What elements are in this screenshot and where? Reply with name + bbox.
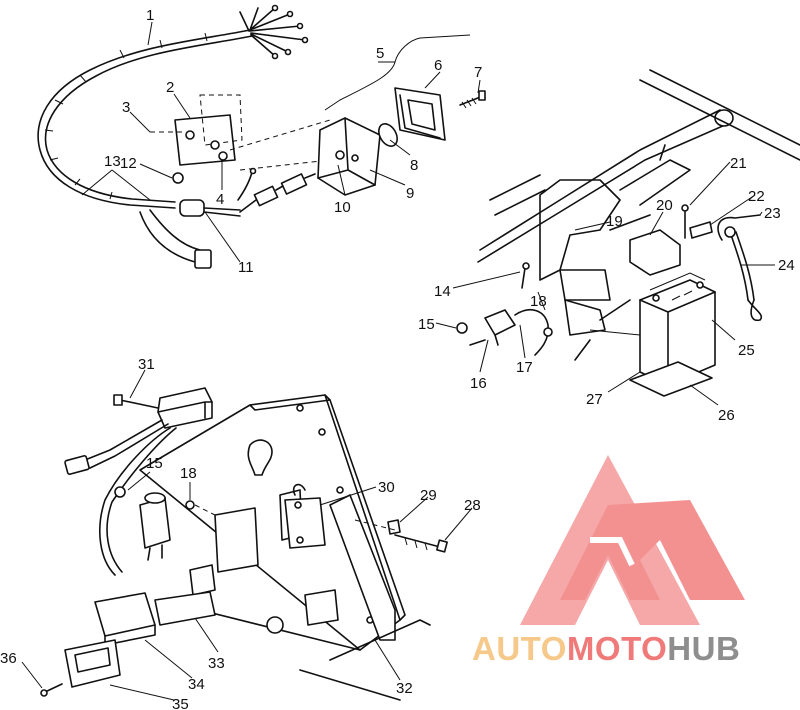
callout-7: 7 — [474, 64, 482, 81]
callout-33: 33 — [208, 655, 225, 672]
callout-numbers: 1 2 3 4 5 6 7 8 9 10 11 12 13 14 15 16 1… — [0, 7, 795, 710]
callout-2: 2 — [166, 79, 174, 96]
watermark-auto: AUTO — [472, 630, 567, 667]
tail-light-lens — [378, 87, 446, 147]
mounting-plate — [154, 591, 216, 626]
console-washer — [387, 519, 401, 535]
callout-23: 23 — [764, 205, 781, 222]
cdi-box — [64, 387, 213, 576]
callout-35: 35 — [172, 696, 189, 710]
strap-hook — [717, 214, 761, 241]
console-bezel — [64, 639, 121, 688]
console-cover — [94, 592, 156, 646]
relay-screw — [521, 267, 526, 289]
lens-screw — [459, 90, 486, 109]
callout-19: 19 — [606, 213, 623, 230]
callout-15: 15 — [418, 316, 435, 333]
battery-pad — [629, 361, 713, 397]
watermark-text: AUTOMOTOHUB — [472, 630, 740, 667]
callout-20: 20 — [656, 197, 673, 214]
battery — [639, 272, 716, 386]
callout-18-lower: 18 — [180, 465, 197, 482]
callout-30: 30 — [378, 479, 395, 496]
callout-13: 13 — [104, 153, 121, 170]
callout-11: 11 — [238, 259, 254, 276]
ignition-coil — [114, 486, 216, 561]
callout-27: 27 — [586, 391, 603, 408]
lower-frame — [299, 619, 431, 701]
callout-3: 3 — [122, 99, 130, 116]
console-bolt — [394, 534, 448, 553]
callout-6: 6 — [434, 57, 442, 74]
callout-14: 14 — [434, 283, 451, 300]
callout-28: 28 — [464, 497, 481, 514]
callout-15-lower: 15 — [146, 455, 163, 472]
callout-9: 9 — [406, 185, 414, 202]
callout-22: 22 — [748, 188, 765, 205]
battery-bracket-bolt — [681, 204, 689, 239]
callout-25: 25 — [738, 342, 755, 359]
battery-strap — [724, 226, 763, 322]
callout-4: 4 — [216, 191, 224, 208]
starter-relay — [469, 309, 553, 356]
callout-10: 10 — [334, 199, 351, 216]
callout-1: 1 — [146, 7, 154, 24]
callout-18: 18 — [530, 293, 547, 310]
wiring-harness-assembly — [37, 4, 316, 269]
callout-17: 17 — [516, 359, 533, 376]
callout-5: 5 — [376, 45, 384, 62]
mounting-bracket — [150, 94, 243, 184]
console-bracket — [284, 483, 326, 549]
battery-hold-bracket — [629, 229, 681, 276]
watermark-hub: HUB — [667, 630, 740, 667]
callout-21: 21 — [730, 155, 747, 172]
bracket-washer — [689, 221, 713, 239]
callout-36: 36 — [0, 650, 17, 667]
logo-inner-mark-icon — [560, 500, 745, 600]
callout-26: 26 — [718, 407, 735, 424]
watermark-logo — [520, 455, 745, 625]
leader-lines — [21, 21, 775, 701]
bezel-screw — [40, 683, 63, 697]
callout-8: 8 — [410, 157, 418, 174]
callout-32: 32 — [396, 680, 413, 697]
callout-29: 29 — [420, 487, 437, 504]
callout-31: 31 — [138, 356, 155, 373]
tail-light-housing — [317, 117, 381, 196]
relay-nut — [456, 322, 468, 334]
frame-assembly — [477, 69, 800, 361]
callout-12: 12 — [120, 155, 137, 172]
callout-34: 34 — [188, 676, 205, 693]
callout-24: 24 — [778, 257, 795, 274]
callout-16: 16 — [470, 375, 487, 392]
watermark-moto: MOTO — [567, 630, 667, 667]
